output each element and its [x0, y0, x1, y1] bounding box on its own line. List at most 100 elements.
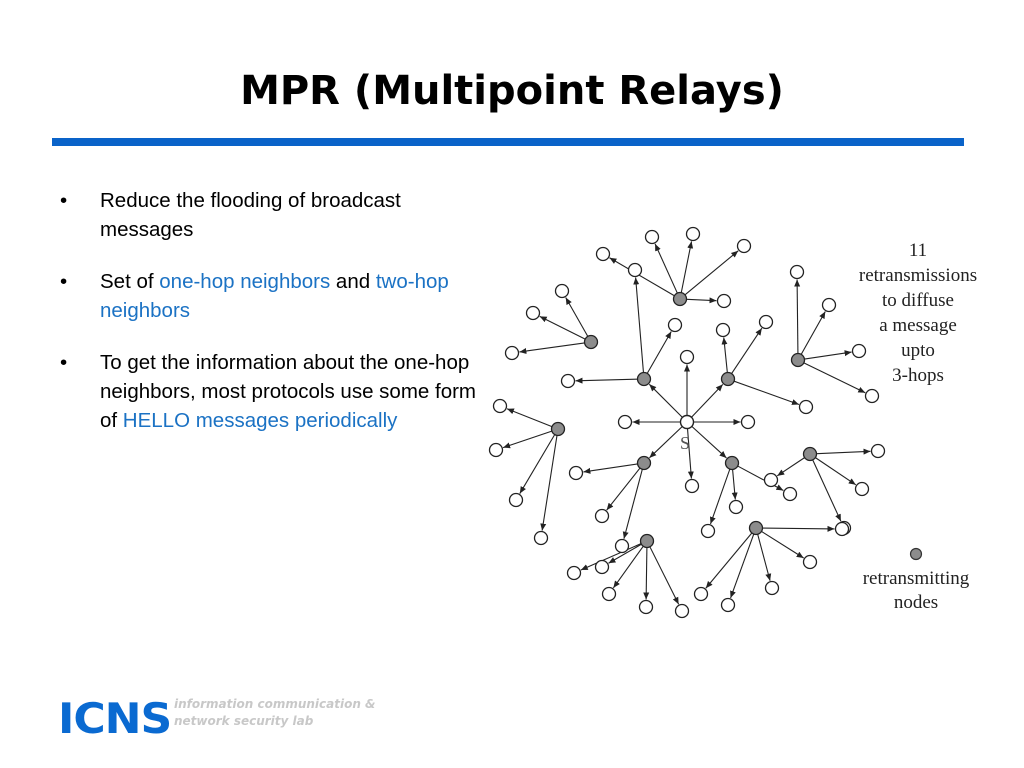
- diagram-edge: [684, 250, 739, 296]
- highlight-term: two-hop neighbors: [100, 270, 449, 322]
- caption-line: a message: [879, 315, 957, 336]
- diagram-edge: [648, 383, 683, 418]
- network-node: [851, 343, 867, 359]
- diagram-edge: [575, 377, 638, 384]
- network-node: [595, 246, 611, 262]
- diagram-edge: [691, 384, 724, 418]
- diagram-edge: [731, 327, 763, 374]
- network-node: [644, 229, 660, 245]
- diagram-edge: [580, 543, 642, 571]
- bullet-item: • Set of one-hop neighbors and two-hop n…: [58, 267, 488, 325]
- highlight-term: HELLO messages periodically: [122, 409, 398, 432]
- diagram-edge: [691, 425, 727, 459]
- diagram-edge: [609, 257, 675, 297]
- highlight-term: one-hop neighbors: [159, 270, 331, 293]
- network-node: [674, 603, 690, 619]
- diagram-edge: [737, 465, 784, 491]
- diagram-edge: [705, 532, 753, 589]
- retransmitting-node: [790, 352, 806, 368]
- diagram-edge: [815, 457, 857, 486]
- retransmitting-node: [639, 533, 655, 549]
- network-node: [679, 349, 695, 365]
- diagram-edge: [606, 467, 641, 511]
- diagram-edge: [731, 469, 738, 500]
- network-node: [568, 465, 584, 481]
- diagram-edge: [540, 435, 558, 531]
- network-node: [594, 559, 610, 575]
- network-node: [488, 442, 504, 458]
- network-node: [821, 297, 837, 313]
- diagram-edge: [686, 297, 717, 304]
- network-node: [667, 317, 683, 333]
- bullet-text: To get the information about the one-hop…: [100, 351, 476, 432]
- diagram-edge: [519, 434, 556, 494]
- retransmitting-node: [748, 520, 764, 536]
- diagram-edge: [519, 342, 585, 354]
- network-node: [533, 530, 549, 546]
- network-node: [782, 486, 798, 502]
- diagram-edge: [502, 430, 553, 449]
- diagram-edge: [816, 448, 871, 455]
- network-node: [684, 478, 700, 494]
- diagram-edge: [709, 468, 731, 525]
- retransmitting-node: [636, 455, 652, 471]
- diagram-edge: [612, 545, 644, 589]
- network-node: [700, 523, 716, 539]
- network-node: [560, 373, 576, 389]
- diagram-edge: [757, 534, 772, 581]
- network-node: [870, 443, 886, 459]
- caption-line: upto: [901, 340, 935, 361]
- network-node: [504, 345, 520, 361]
- diagram-edge: [654, 243, 678, 294]
- network-node: [594, 508, 610, 524]
- diagram-edge: [761, 530, 804, 559]
- diagram-edge: [565, 297, 589, 337]
- network-node: [834, 521, 850, 537]
- logo-line: information communication &: [174, 697, 376, 711]
- diagram-edge: [649, 426, 683, 459]
- source-node-label: S: [680, 433, 690, 453]
- bullet-text: Set of: [100, 270, 160, 293]
- legend-line: retransmitting: [863, 568, 970, 589]
- network-node: [740, 414, 756, 430]
- diagram-edge: [633, 277, 645, 373]
- diagram-edge: [686, 428, 694, 479]
- network-node: [720, 597, 736, 613]
- diagram-edge: [721, 337, 728, 373]
- network-node: [728, 499, 744, 515]
- network-node: [638, 599, 654, 615]
- legend: retransmitting nodes: [863, 547, 970, 613]
- mpr-diagram: S 11 retransmissions to diffuse a messag…: [488, 226, 977, 619]
- network-node: [617, 414, 633, 430]
- network-node: [693, 586, 709, 602]
- network-node: [715, 322, 731, 338]
- diagram-nodes: [488, 226, 886, 619]
- network-node: [802, 554, 818, 570]
- bullet-glyph: •: [60, 189, 68, 212]
- diagram-edge: [608, 543, 642, 564]
- caption-line: 3-hops: [892, 365, 944, 386]
- bullet-item: • Reduce the flooding of broadcast messa…: [58, 186, 488, 244]
- diagram-edge: [733, 380, 800, 405]
- diagram-edge: [804, 350, 852, 360]
- diagram-edge: [506, 408, 553, 428]
- retransmitting-node: [636, 371, 652, 387]
- caption-line: to diffuse: [882, 290, 954, 311]
- retransmitting-node: [724, 455, 740, 471]
- logo-text: information communication & network secu…: [174, 696, 376, 730]
- retransmitting-node: [550, 421, 566, 437]
- retransmitting-node: [720, 371, 736, 387]
- retransmitting-node: [802, 446, 818, 462]
- diagram-edge: [643, 547, 650, 600]
- diagram-edge: [730, 533, 755, 599]
- network-node: [763, 472, 779, 488]
- network-node: [764, 580, 780, 596]
- network-node: [614, 538, 630, 554]
- network-node: [854, 481, 870, 497]
- logo-line: network security lab: [174, 714, 314, 728]
- diagram-edge: [646, 331, 672, 374]
- slide-title: MPR (Multipoint Relays): [240, 68, 784, 114]
- bullet-text: and: [330, 270, 376, 293]
- legend-line: nodes: [894, 592, 938, 613]
- diagram-edge: [649, 546, 680, 605]
